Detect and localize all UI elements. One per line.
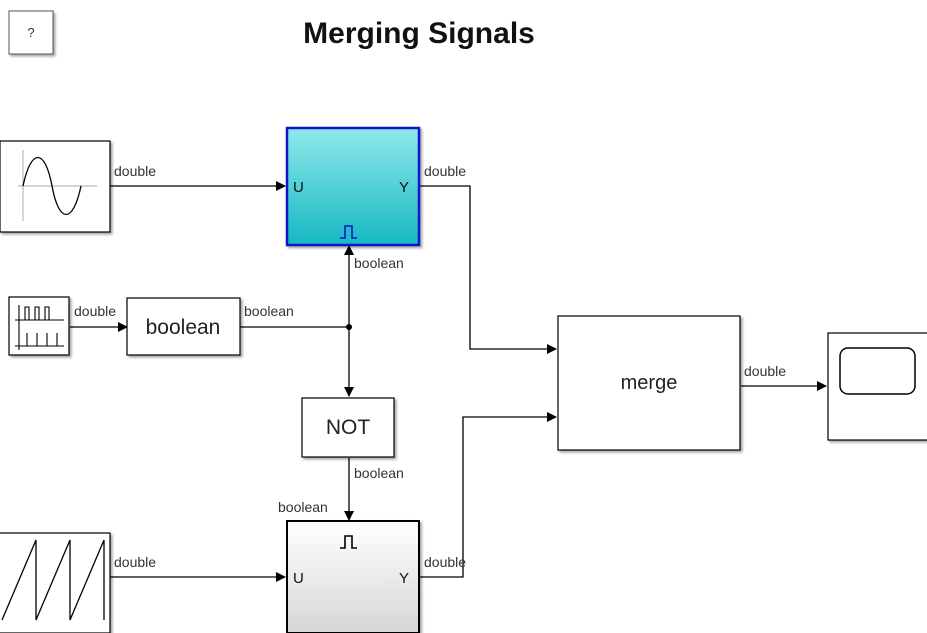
signal-label-bottom-subsystem-out: double — [424, 554, 466, 570]
merge-block[interactable]: merge — [557, 315, 741, 451]
signal-label-top-enable: boolean — [354, 255, 404, 271]
branch-point — [346, 324, 352, 330]
bottom-subsystem-input-port: U — [293, 570, 304, 587]
signal-label-pulse-out: double — [74, 303, 116, 319]
diagram-title: Merging Signals — [303, 17, 535, 50]
help-button-label: ? — [27, 25, 34, 40]
signal-label-sawtooth-out: double — [114, 554, 156, 570]
enable-pulse-icon — [340, 535, 357, 549]
help-button[interactable]: ? — [8, 10, 54, 55]
signal-label-not-out: boolean — [354, 465, 404, 481]
signal-label-merge-out: double — [744, 363, 786, 379]
bottom-enabled-subsystem[interactable]: U Y — [286, 520, 420, 633]
sawtooth-icon — [1, 539, 105, 621]
signal-label-top-subsystem-out: double — [424, 163, 466, 179]
signal-line-bottom-to-merge[interactable] — [419, 412, 557, 578]
signal-label-bottom-enable: boolean — [278, 499, 328, 515]
sine-wave-block[interactable] — [0, 140, 111, 233]
scope-block[interactable] — [827, 332, 927, 441]
top-enabled-subsystem[interactable]: U Y — [285, 126, 421, 247]
signal-label-sine-out: double — [114, 163, 156, 179]
scope-display-icon — [839, 347, 916, 395]
convert-boolean-label: boolean — [146, 316, 221, 339]
convert-boolean-block[interactable]: boolean — [126, 297, 241, 356]
signal-line-top-to-merge[interactable] — [419, 185, 557, 354]
merge-label: merge — [621, 372, 678, 394]
not-gate-label: NOT — [326, 416, 371, 439]
top-subsystem-input-port: U — [293, 179, 304, 196]
not-gate-block[interactable]: NOT — [301, 397, 395, 458]
top-subsystem-output-port: Y — [399, 179, 409, 196]
pulse-generator-icon — [15, 305, 64, 350]
bottom-subsystem-output-port: Y — [399, 570, 409, 587]
sawtooth-block[interactable] — [0, 532, 111, 633]
signal-lines — [70, 181, 827, 582]
enable-pulse-icon — [340, 225, 357, 239]
sine-wave-icon — [18, 150, 97, 221]
signal-label-convert-out: boolean — [244, 303, 294, 319]
signal-labels: double double boolean double boolean boo… — [74, 163, 786, 570]
pulse-generator-block[interactable] — [8, 296, 70, 356]
